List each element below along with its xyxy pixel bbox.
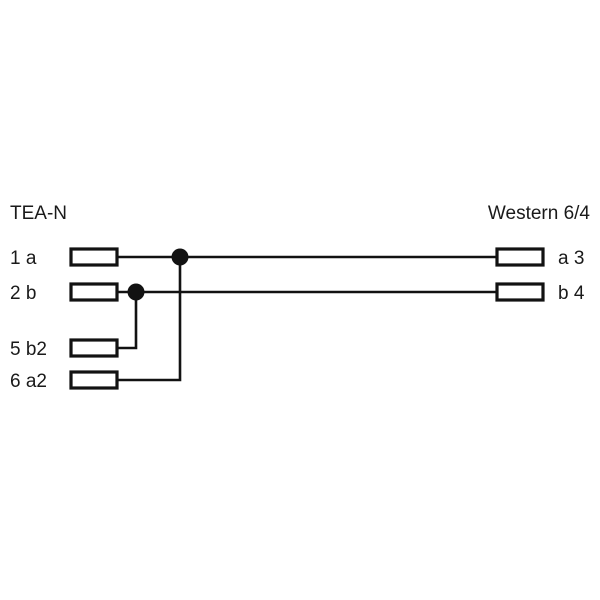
right-terminal-a3 bbox=[495, 247, 545, 267]
junction-dot-2b bbox=[127, 283, 145, 301]
right-terminal-group bbox=[495, 247, 545, 302]
left-pin-label-6a2: 6 a2 bbox=[10, 371, 47, 392]
left-terminal-1a bbox=[69, 247, 119, 267]
left-pin-label-5b2: 5 b2 bbox=[10, 339, 47, 360]
left-pin-label-2b: 2 b bbox=[10, 283, 36, 304]
junction-group bbox=[127, 248, 189, 301]
left-pin-label-1a: 1 a bbox=[10, 248, 37, 269]
right-pin-label-a3: a 3 bbox=[558, 248, 584, 269]
right-pin-label-b4: b 4 bbox=[558, 283, 585, 304]
right-terminal-b4 bbox=[495, 282, 545, 302]
left-connector-title: TEA-N bbox=[10, 203, 67, 224]
wire-5b2-to-2b bbox=[115, 290, 138, 350]
junction-dot-1a bbox=[171, 248, 189, 266]
left-pin-labels: 1 a 2 b 5 b2 6 a2 bbox=[10, 248, 47, 392]
right-connector-title: Western 6/4 bbox=[488, 203, 591, 224]
left-terminal-group bbox=[69, 247, 119, 390]
right-pin-labels: a 3 b 4 bbox=[558, 248, 585, 304]
left-terminal-6a2 bbox=[69, 370, 119, 390]
left-terminal-5b2 bbox=[69, 338, 119, 358]
wire-group bbox=[115, 255, 498, 382]
wire-6a2-to-1a bbox=[115, 255, 182, 382]
left-terminal-2b bbox=[69, 282, 119, 302]
